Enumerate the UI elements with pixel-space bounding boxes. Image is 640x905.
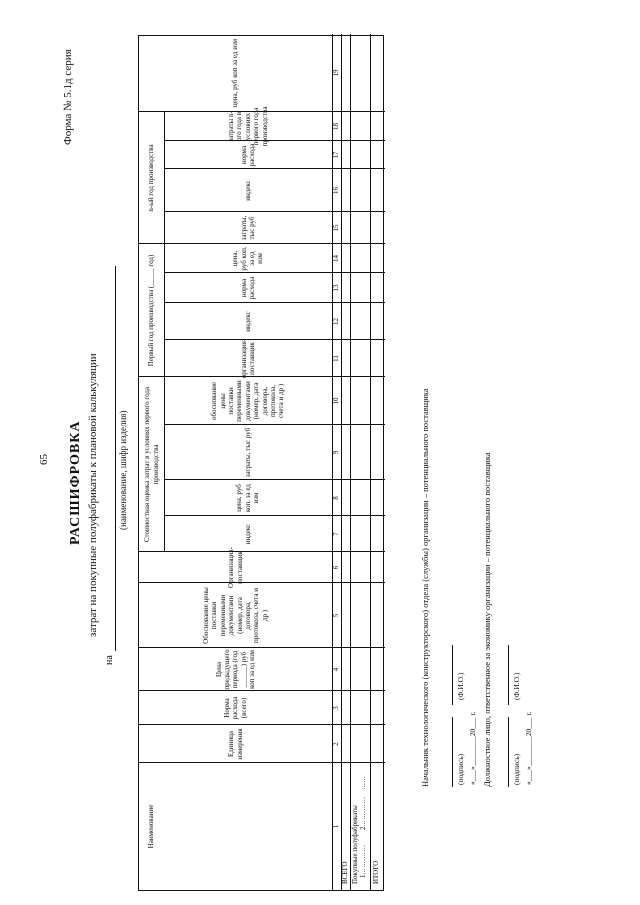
col-number: 12 (332, 318, 341, 325)
document-title: РАСШИФРОВКА (68, 420, 83, 545)
col-7-header: индекс (243, 523, 252, 545)
col-number: 4 (332, 667, 341, 672)
col-10-header: обоснование цены поставки переменными до… (210, 380, 286, 422)
col-number: 13 (332, 284, 341, 292)
form-label: Форма № 5.1д серия (62, 49, 74, 145)
group-header-nth-year: n-ый год производства (147, 144, 156, 212)
signatory-2-sign-line (508, 717, 509, 787)
col-6-header: Организация-поставщик (227, 547, 244, 588)
breakdown-table: Стоимостная оценка затрат в условиях пер… (138, 34, 385, 891)
col-18-header: затраты n-ого года в условиях первого го… (227, 106, 269, 147)
col-number: 1 (332, 824, 341, 829)
col-number: 2 (332, 742, 341, 746)
signatory-2-sign-hint: (подпись) (512, 753, 521, 785)
col-15-header: затраты, тыс руб (239, 215, 256, 241)
row-total-label: ВСЕГО (341, 861, 349, 884)
col-number: 15 (332, 224, 341, 232)
col-number: 10 (332, 397, 341, 405)
col-13-header: норма расхода (239, 276, 256, 300)
na-hint: (наименование, шифр изделия) (118, 410, 128, 530)
col-number: 8 (332, 496, 341, 500)
col-number: 7 (332, 532, 341, 536)
col-number: 14 (332, 255, 341, 262)
row-item-2-label: 2.………… (359, 796, 367, 830)
col-12-header: индекс (243, 311, 252, 332)
col-11-header: организация-поставщик (239, 338, 256, 379)
col-number: 19 (332, 69, 341, 77)
col-2-header: Единица измерения (227, 728, 244, 760)
col-9-header: затраты, тыс руб (243, 427, 252, 478)
col-4-header: Цена предыдущего периода (год ______) ру… (214, 649, 257, 690)
signatory-2-title: Должностное лицо, ответственное за эконо… (482, 452, 492, 787)
na-fill-line (115, 266, 116, 651)
col-19-header: цена, руб коп за ед изм (231, 38, 240, 108)
row-purchased-label: Покупные полуфабрикаты (351, 805, 359, 884)
col-3-header: Норма расхода (всего) (222, 696, 248, 720)
col-14-header: цена, руб коп. за ед изм (231, 246, 265, 271)
signatory-1-fio-hint: (Ф.И.О.) (456, 672, 465, 700)
row-itogo-label: ИТОГО (372, 860, 380, 884)
signatory-1-date: «___»________20___ г. (468, 711, 477, 785)
col-number: 5 (332, 613, 341, 618)
document-subtitle: затрат на покупные полуфабрикаты к плано… (87, 353, 99, 637)
signatory-2-date: «___»________20___ г. (524, 711, 533, 785)
col-number: 17 (332, 151, 341, 159)
col-5-header: Обоснование цены поставки переменными до… (201, 587, 269, 644)
signatory-2-fio-hint: (Ф.И.О.) (512, 672, 521, 700)
signatory-1-sign-hint: (подпись) (456, 753, 465, 785)
col-8-header: цена, руб коп. за ед изм (235, 484, 261, 512)
col-number: 3 (332, 706, 341, 710)
col-number: 9 (332, 450, 341, 455)
signatory-1-fio-line (452, 645, 453, 705)
signatory-2-fio-line (508, 645, 509, 705)
col-number: 16 (332, 187, 341, 194)
col-number: 11 (332, 355, 341, 362)
col-16-header: индекс (243, 180, 252, 201)
signatory-1-sign-line (452, 717, 453, 787)
group-header-first-year: Первый год производства (_____ год) (147, 254, 156, 367)
page-number: 65 (38, 454, 50, 465)
signatory-1-title: Начальник технологического (конструкторс… (420, 388, 430, 787)
na-label: на (104, 655, 115, 665)
col-number: 6 (332, 565, 341, 570)
col-number: 18 (332, 123, 341, 130)
group-header-cost-first-year: Стоимостная оценка затрат в условиях пер… (143, 386, 160, 543)
col-1-header: Наименование (147, 804, 155, 849)
row-dots-label: …… (359, 776, 367, 790)
row-item-1-label: 1.………… (359, 844, 367, 878)
